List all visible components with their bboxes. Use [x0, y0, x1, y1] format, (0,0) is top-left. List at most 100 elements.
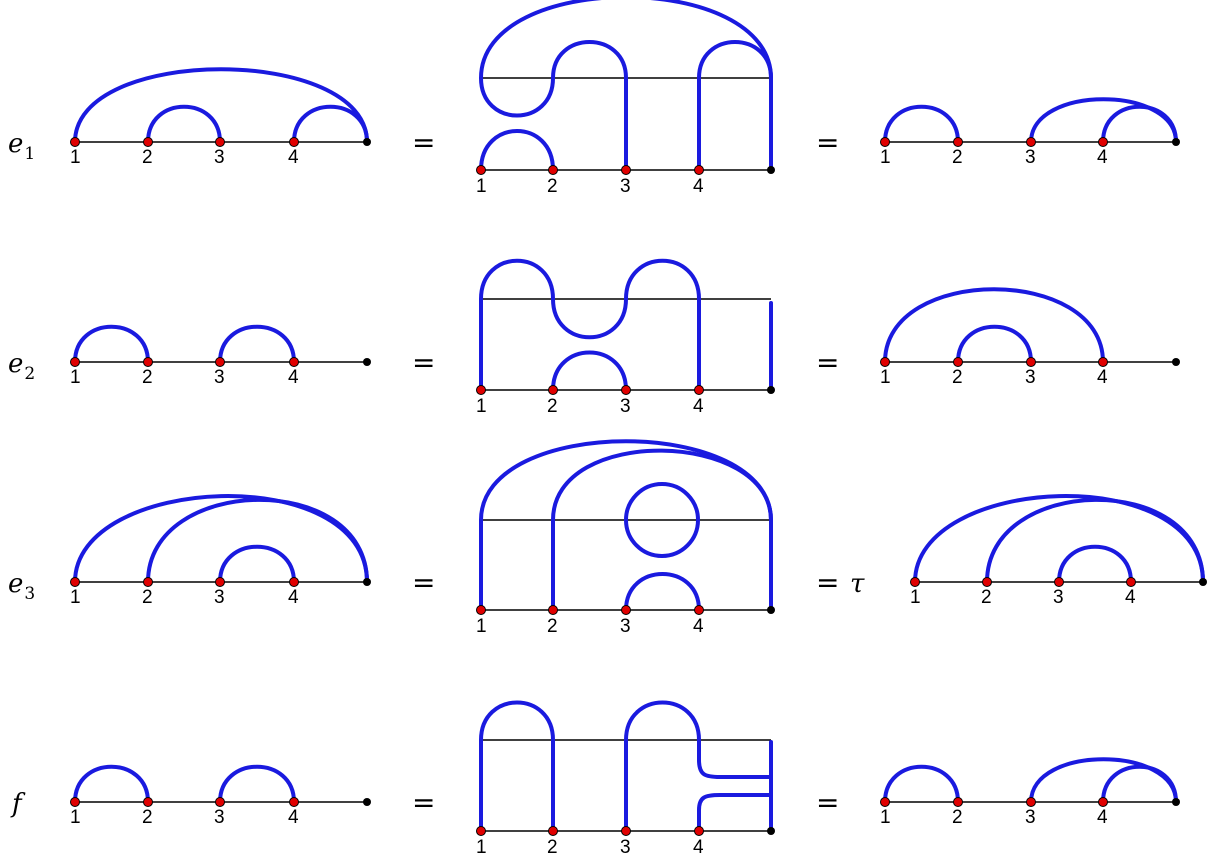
point-label: 4: [288, 587, 299, 608]
marked-point: [548, 385, 558, 395]
marked-point: [1098, 137, 1108, 147]
end-point: [1172, 358, 1180, 366]
marked-point: [621, 165, 631, 175]
marked-point: [953, 797, 963, 807]
point-label: 1: [476, 837, 487, 858]
point-label: 3: [214, 807, 225, 828]
middle-diagram-f: 1 2 3 4: [476, 700, 775, 858]
point-label: 3: [214, 147, 225, 168]
strand-curve: [479, 700, 555, 833]
strand-arc: [1057, 544, 1133, 584]
marked-point: [880, 357, 890, 367]
right-diagram-e1: 1 2 3 4: [880, 97, 1180, 168]
strand-curve: [624, 700, 773, 833]
point-label: 2: [952, 807, 963, 828]
marked-point: [215, 577, 225, 587]
end-point: [767, 386, 775, 394]
strand-arc: [479, 129, 555, 172]
marked-point: [1098, 797, 1108, 807]
point-label: 1: [70, 147, 81, 168]
strand-arc: [883, 287, 1105, 364]
point-label: 4: [288, 147, 299, 168]
point-label: 1: [70, 587, 81, 608]
point-label: 4: [693, 396, 704, 417]
point-label: 4: [693, 837, 704, 858]
strand-arc: [146, 104, 222, 144]
marked-point: [694, 605, 704, 615]
point-label: 2: [952, 147, 963, 168]
point-label: 2: [142, 147, 153, 168]
marked-point: [1126, 577, 1136, 587]
middle-diagram-e3: 1 2 3 4: [476, 439, 775, 637]
point-label: 2: [547, 396, 558, 417]
end-point: [363, 578, 371, 586]
closed-loop: [624, 482, 700, 558]
marked-point: [215, 137, 225, 147]
point-label: 3: [1053, 587, 1064, 608]
strand-arc: [73, 764, 150, 804]
left-diagram-f: 1 2 3 4: [70, 764, 371, 828]
point-label: 2: [981, 587, 992, 608]
strand-curve: [479, 258, 701, 392]
point-label: 2: [547, 837, 558, 858]
point-label: 4: [1125, 587, 1136, 608]
marked-point: [910, 577, 920, 587]
marked-point: [1054, 577, 1064, 587]
strand-curve: [551, 448, 773, 612]
point-label: 1: [476, 616, 487, 637]
strand-arc: [73, 324, 150, 364]
marked-point: [1098, 357, 1108, 367]
point-label: 3: [1025, 807, 1036, 828]
point-label: 4: [288, 807, 299, 828]
point-label: 4: [1097, 147, 1108, 168]
equals-sign: =: [816, 566, 839, 599]
strand-arc: [624, 572, 701, 612]
point-label: 3: [620, 616, 631, 637]
end-point: [1199, 578, 1207, 586]
marked-point: [476, 605, 486, 615]
marked-point: [476, 165, 486, 175]
strand-arc: [218, 764, 296, 804]
row-label-e3: e3: [8, 569, 35, 604]
equals-sign: =: [816, 786, 839, 819]
marked-point: [694, 385, 704, 395]
marked-point: [476, 826, 486, 836]
marked-point: [215, 357, 225, 367]
strand-arc: [1101, 764, 1178, 804]
middle-diagram-e1: 1 2 3 4: [476, 0, 775, 197]
end-point: [363, 358, 371, 366]
strand-curve: [697, 793, 773, 833]
row-e2: e2 1 2 3 4 = 1 2: [8, 258, 1180, 417]
strand-arc: [956, 324, 1033, 364]
point-label: 1: [910, 587, 921, 608]
strand-arc: [292, 104, 369, 144]
marked-point: [953, 357, 963, 367]
right-diagram-e3: 1 2 3 4: [910, 494, 1207, 608]
strand-arc: [218, 324, 296, 364]
marked-point: [694, 826, 704, 836]
marked-point: [621, 826, 631, 836]
end-point: [767, 606, 775, 614]
point-label: 1: [476, 176, 487, 197]
strand-curve: [478, 0, 773, 172]
strand-arc: [883, 764, 960, 804]
point-label: 1: [70, 807, 81, 828]
marked-point: [982, 577, 992, 587]
strand-arc: [146, 497, 369, 584]
marked-point: [548, 605, 558, 615]
point-label: 2: [142, 587, 153, 608]
right-diagram-e2: 1 2 3 4: [880, 287, 1180, 388]
point-label: 3: [1025, 147, 1036, 168]
equals-sign: =: [816, 346, 839, 379]
point-label: 3: [214, 587, 225, 608]
marked-point: [1026, 357, 1036, 367]
row-e1: e1 1 2 3 4 =: [8, 0, 1180, 197]
marked-point: [548, 826, 558, 836]
equals-sign: =: [412, 126, 435, 159]
marked-point: [953, 137, 963, 147]
point-label: 1: [70, 367, 81, 388]
point-label: 1: [476, 396, 487, 417]
equals-sign: =: [816, 126, 839, 159]
